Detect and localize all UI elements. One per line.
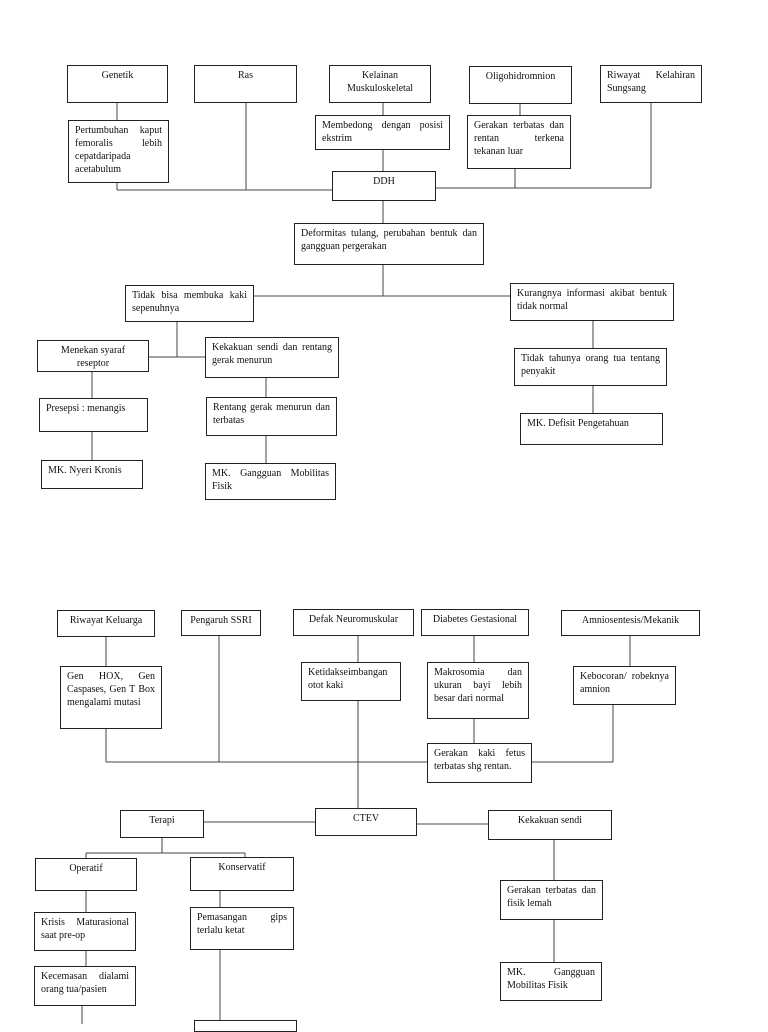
node-label: Riwayat Kelahiran Sungsang [607, 70, 695, 94]
node-genetik: Genetik [67, 65, 168, 103]
node-label: Riwayat Keluarga [69, 615, 143, 626]
node-label: Kecemasan dialami orang tua/pasien [41, 971, 129, 995]
node-riwayat-kelahiran-sungsang: Riwayat Kelahiran Sungsang [600, 65, 702, 103]
node-pertumbuhan-kaput: Pertumbuhan kaput femoralis lebih cepatd… [68, 120, 169, 183]
node-label: MK. Gangguan Mobilitas Fisik [212, 468, 329, 492]
node-label: Operatif [69, 863, 103, 874]
node-label: Tidak bisa membuka kaki sepenuhnya [132, 290, 247, 314]
node-menekan-syaraf: Menekan syaraf reseptor [37, 340, 149, 372]
node-label: MK. Gangguan Mobilitas Fisik [507, 967, 595, 991]
node-mk-gangguan-mobilitas-2: MK. Gangguan Mobilitas Fisik [500, 962, 602, 1001]
node-label: CTEV [352, 813, 380, 824]
node-gerakan-terbatas-fisik-lemah: Gerakan terbatas dan fisik lemah [500, 880, 603, 920]
node-label: Ketidakseimbangan otot kaki [308, 667, 388, 691]
node-label: Gen HOX, Gen Caspases, Gen T Box mengala… [67, 671, 155, 708]
node-riwayat-keluarga: Riwayat Keluarga [57, 610, 155, 637]
node-gerakan-kaki-fetus: Gerakan kaki fetus terbatas shg rentan. [427, 743, 532, 783]
node-mk-defisit-pengetahuan: MK. Defisit Pengetahuan [520, 413, 663, 445]
node-label: MK. Defisit Pengetahuan [527, 418, 629, 429]
node-kekakuan-sendi: Kekakuan sendi dan rentang gerak menurun [205, 337, 339, 378]
node-amniosentesis-mekanik: Amniosentesis/Mekanik [561, 610, 700, 636]
node-kebocoran-amnion: Kebocoran/ robeknya amnion [573, 666, 676, 705]
node-mk-nyeri-kronis: MK. Nyeri Kronis [41, 460, 143, 489]
node-oligohidromnion: Oligohidromnion [469, 66, 572, 104]
node-krisis-maturasional: Krisis Maturasional saat pre-op [34, 912, 136, 951]
node-pengaruh-ssri: Pengaruh SSRI [181, 610, 261, 636]
node-gen-mutasi: Gen HOX, Gen Caspases, Gen T Box mengala… [60, 666, 162, 729]
node-kelainan-muskuloskeletal: Kelainan Muskuloskeletal [329, 65, 431, 103]
node-ctev: CTEV [315, 808, 417, 836]
node-rentang-gerak: Rentang gerak menurun dan terbatas [206, 397, 337, 436]
node-label: Tidak tahunya orang tua tentang penyakit [521, 353, 660, 377]
node-label: MK. Nyeri Kronis [48, 465, 122, 476]
node-label: Membedong dengan posisi ekstrim [322, 120, 443, 144]
node-terapi: Terapi [120, 810, 204, 838]
node-label: Defak Neuromuskular [308, 614, 399, 625]
node-ketidakseimbangan-otot: Ketidakseimbangan otot kaki [301, 662, 401, 701]
node-label: Kebocoran/ robeknya amnion [580, 671, 669, 695]
node-label: Pemasangan gips terlalu ketat [197, 912, 287, 936]
node-label: Gerakan kaki fetus terbatas shg rentan. [434, 748, 525, 772]
node-label: Rentang gerak menurun dan terbatas [213, 402, 330, 426]
node-defak-neuromuskular: Defak Neuromuskular [293, 609, 414, 636]
node-gerakan-terbatas: Gerakan terbatas dan rentan terkena teka… [467, 115, 571, 169]
node-label: Gerakan terbatas dan rentan terkena teka… [474, 120, 564, 157]
node-presepsi-menangis: Presepsi : menangis [39, 398, 148, 432]
node-label: Konservatif [218, 862, 266, 873]
node-label: DDH [373, 176, 395, 187]
node-label: Terapi [149, 815, 175, 826]
node-ras: Ras [194, 65, 297, 103]
node-diabetes-gestasional: Diabetes Gestasional [421, 609, 529, 636]
node-label: Amniosentesis/Mekanik [581, 615, 680, 626]
node-label: Diabetes Gestasional [432, 614, 518, 625]
node-makrosomia: Makrosomia dan ukuran bayi lebih besar d… [427, 662, 529, 719]
node-label: Krisis Maturasional saat pre-op [41, 917, 129, 941]
node-label: Presepsi : menangis [46, 403, 126, 414]
node-label: Pertumbuhan kaput femoralis lebih cepatd… [75, 125, 162, 175]
node-tidak-tahunya-orang-tua: Tidak tahunya orang tua tentang penyakit [514, 348, 667, 386]
node-mk-gangguan-mobilitas: MK. Gangguan Mobilitas Fisik [205, 463, 336, 500]
node-label: Ras [238, 70, 253, 81]
node-deformitas-tulang: Deformitas tulang, perubahan bentuk dan … [294, 223, 484, 265]
node-label: Genetik [101, 70, 134, 81]
node-cut-off [194, 1020, 297, 1032]
node-label: Kelainan Muskuloskeletal [346, 70, 414, 94]
node-label: Gerakan terbatas dan fisik lemah [507, 885, 596, 909]
node-label: Oligohidromnion [485, 71, 556, 82]
node-kurangnya-informasi: Kurangnya informasi akibat bentuk tidak … [510, 283, 674, 321]
node-konservatif: Konservatif [190, 857, 294, 891]
node-kecemasan: Kecemasan dialami orang tua/pasien [34, 966, 136, 1006]
node-operatif: Operatif [35, 858, 137, 891]
node-label: Deformitas tulang, perubahan bentuk dan … [301, 228, 477, 252]
node-label: Kekakuan sendi dan rentang gerak menurun [212, 342, 332, 366]
node-kekakuan-sendi-2: Kekakuan sendi [488, 810, 612, 840]
node-label: Pengaruh SSRI [190, 615, 252, 626]
node-membedong: Membedong dengan posisi ekstrim [315, 115, 450, 150]
node-label: Makrosomia dan ukuran bayi lebih besar d… [434, 667, 522, 704]
node-label: Menekan syaraf reseptor [60, 345, 126, 369]
node-ddh: DDH [332, 171, 436, 201]
node-label: Kurangnya informasi akibat bentuk tidak … [517, 288, 667, 312]
node-label: Kekakuan sendi [517, 815, 583, 826]
node-tidak-bisa-membuka-kaki: Tidak bisa membuka kaki sepenuhnya [125, 285, 254, 322]
node-pemasangan-gips: Pemasangan gips terlalu ketat [190, 907, 294, 950]
